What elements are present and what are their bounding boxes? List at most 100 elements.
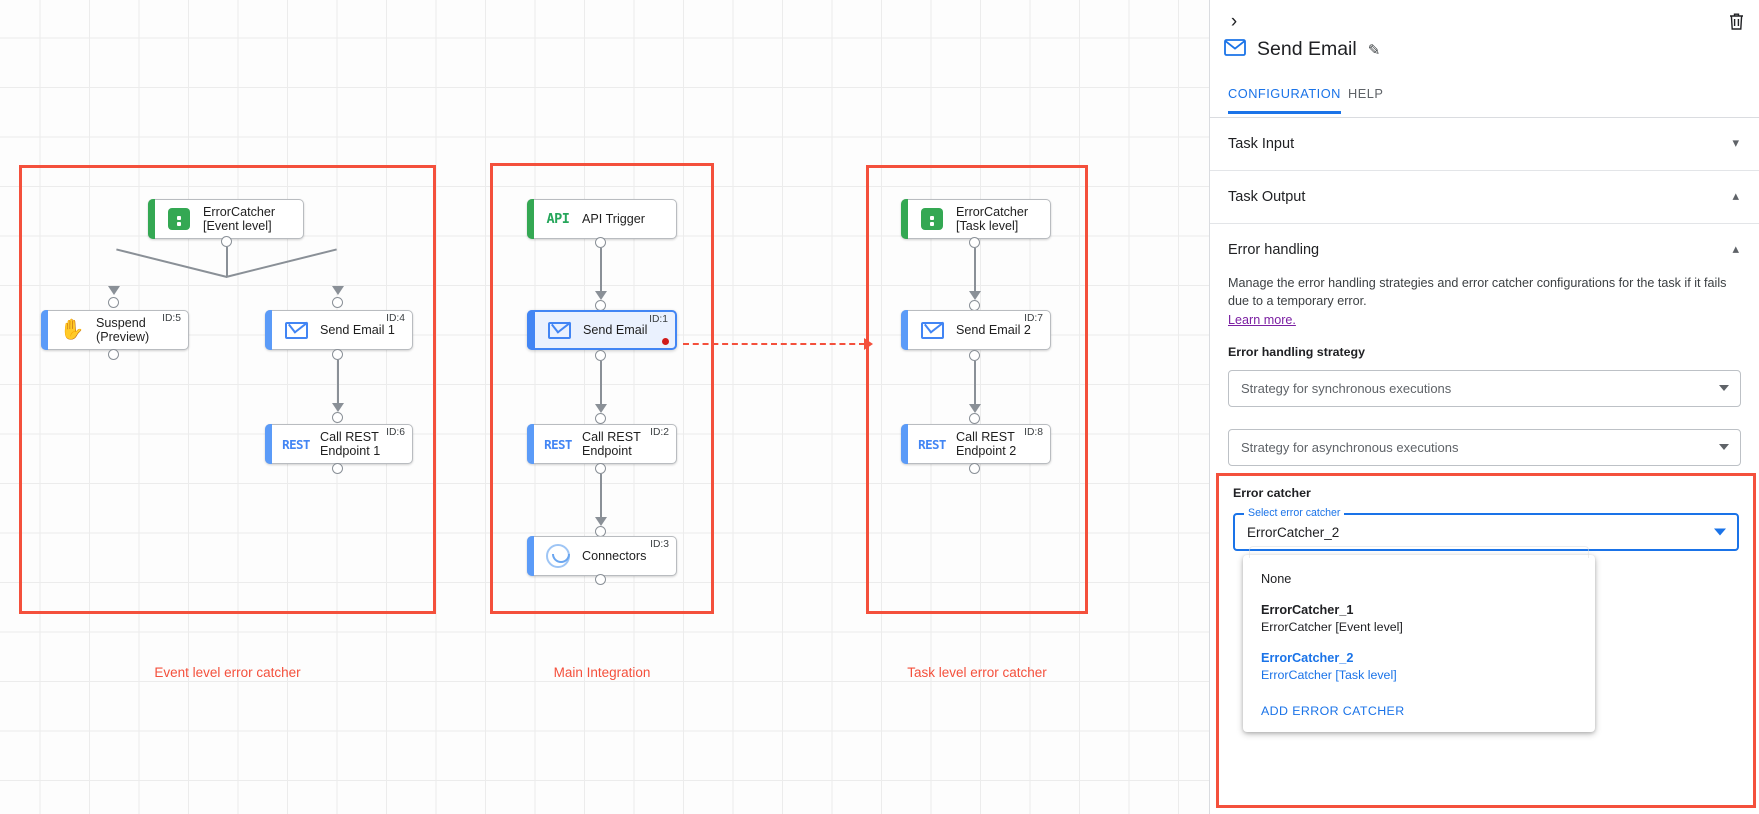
envelope-icon (283, 317, 309, 343)
learn-more-link[interactable]: Learn more. (1228, 312, 1296, 327)
menu-item-subtitle: ErrorCatcher [Task level] (1261, 668, 1397, 683)
node-error-catcher-event-level[interactable]: ErrorCatcher [Event level] (148, 199, 304, 239)
menu-item-title: None (1261, 572, 1292, 586)
edge-arrowhead (332, 286, 344, 295)
panel-title-row: Send Email ✎ (1224, 38, 1380, 61)
select-error-catcher-label: Select error catcher (1244, 507, 1345, 519)
rest-icon: REST (282, 436, 310, 452)
group-label-event-level: Event level error catcher (154, 665, 301, 680)
error-catcher-link-arrow (864, 338, 873, 350)
section-title: Task Input (1228, 136, 1295, 152)
group-box-event-level (19, 165, 436, 614)
node-send-email-selected[interactable]: Send Email ID:1 (527, 310, 677, 350)
chevron-down-icon (1719, 385, 1729, 392)
task-config-panel: › Send Email ✎ CONFIGURATION (1209, 0, 1759, 814)
node-port[interactable] (969, 413, 980, 424)
node-label: ErrorCatcher [Task level] (956, 204, 1029, 233)
chevron-right-icon[interactable]: › (1230, 11, 1238, 32)
error-handling-strategy-label: Error handling strategy (1228, 344, 1366, 359)
workflow-canvas[interactable]: Event level error catcher Main Integrati… (0, 0, 1209, 814)
section-task-output[interactable]: Task Output ▴ (1210, 171, 1759, 224)
node-label: ErrorCatcher [Event level] (203, 204, 276, 233)
select-error-catcher-dropdown[interactable]: Select error catcher ErrorCatcher_2 (1233, 507, 1739, 551)
node-id-badge: ID:5 (162, 313, 181, 324)
node-label: Call REST Endpoint (582, 429, 641, 458)
edge-arrowhead (969, 291, 981, 300)
node-send-email-2[interactable]: Send Email 2 ID:7 (901, 310, 1051, 350)
edge-arrowhead (595, 404, 607, 413)
section-task-input[interactable]: Task Input ▾ (1210, 118, 1759, 171)
edge-line (337, 360, 339, 407)
node-label: Suspend (Preview) (96, 315, 150, 344)
add-error-catcher-button[interactable]: ADD ERROR CATCHER (1261, 703, 1405, 718)
menu-item-errorcatcher-2[interactable]: ErrorCatcher_2 ErrorCatcher [Task level] (1243, 643, 1595, 691)
node-port[interactable] (969, 237, 980, 248)
async-strategy-value: Strategy for asynchronous executions (1241, 439, 1459, 455)
edge-arrowhead (969, 404, 981, 413)
chevron-up-icon[interactable]: ▴ (1732, 188, 1739, 203)
edge-arrowhead (108, 286, 120, 295)
node-send-email-1[interactable]: Send Email 1 ID:4 (265, 310, 413, 350)
node-port[interactable] (595, 574, 606, 585)
rest-icon: REST (918, 436, 946, 452)
sync-strategy-select[interactable]: Strategy for synchronous executions (1228, 369, 1741, 407)
async-strategy-select[interactable]: Strategy for asynchronous executions (1228, 428, 1741, 466)
node-port[interactable] (969, 463, 980, 474)
chevron-down-icon[interactable]: ▾ (1732, 135, 1739, 150)
node-port[interactable] (108, 349, 119, 360)
edge-line (974, 361, 976, 408)
node-port[interactable] (332, 412, 343, 423)
edge-arrowhead (332, 403, 344, 412)
node-accent (527, 536, 534, 576)
node-port[interactable] (595, 237, 606, 248)
node-error-catcher-task-level[interactable]: ErrorCatcher [Task level] (901, 199, 1051, 239)
menu-item-none[interactable]: None (1243, 564, 1595, 595)
error-catcher-options-menu: None ErrorCatcher_1 ErrorCatcher [Event … (1243, 546, 1595, 732)
node-connectors[interactable]: Connectors ID:3 (527, 536, 677, 576)
node-port[interactable] (332, 463, 343, 474)
node-port[interactable] (332, 297, 343, 308)
chevron-up-icon[interactable]: ▴ (1732, 241, 1739, 256)
error-indicator-dot (662, 338, 669, 345)
node-label: Send Email 1 (320, 322, 395, 337)
menu-item-title: ErrorCatcher_2 (1261, 651, 1354, 666)
node-call-rest-endpoint-2[interactable]: REST Call REST Endpoint 2 ID:8 (901, 424, 1051, 464)
node-suspend[interactable]: ✋ Suspend (Preview) ID:5 (41, 310, 189, 350)
node-id-badge: ID:7 (1024, 313, 1043, 324)
node-accent (527, 310, 535, 350)
node-port[interactable] (108, 297, 119, 308)
node-port[interactable] (595, 413, 606, 424)
edge-arrowhead (595, 291, 607, 300)
node-port[interactable] (595, 463, 606, 474)
group-label-main-integration: Main Integration (553, 665, 651, 680)
node-port[interactable] (595, 350, 606, 361)
menu-item-errorcatcher-1[interactable]: ErrorCatcher_1 ErrorCatcher [Event level… (1243, 595, 1595, 643)
pencil-icon[interactable]: ✎ (1367, 41, 1381, 59)
node-id-badge: ID:1 (649, 314, 668, 325)
tab-configuration[interactable]: CONFIGURATION (1228, 86, 1341, 114)
edge-line (600, 474, 602, 521)
node-id-badge: ID:3 (650, 539, 669, 550)
node-accent (41, 310, 48, 350)
node-call-rest-endpoint[interactable]: REST Call REST Endpoint ID:2 (527, 424, 677, 464)
sync-strategy-value: Strategy for synchronous executions (1241, 380, 1452, 396)
menu-item-title: ErrorCatcher_1 (1261, 603, 1354, 618)
edge-line (600, 248, 602, 295)
panel-header: › Send Email ✎ (1210, 0, 1759, 82)
tab-help[interactable]: HELP (1348, 86, 1384, 101)
node-port[interactable] (221, 236, 232, 247)
api-icon: API (546, 211, 570, 227)
node-id-badge: ID:4 (386, 313, 405, 324)
trash-icon[interactable] (1723, 8, 1749, 34)
node-call-rest-endpoint-1[interactable]: REST Call REST Endpoint 1 ID:6 (265, 424, 413, 464)
node-port[interactable] (332, 349, 343, 360)
node-accent (527, 199, 534, 239)
node-api-trigger[interactable]: API API Trigger (527, 199, 677, 239)
error-catcher-icon (166, 206, 192, 232)
node-label: Call REST Endpoint 1 (320, 429, 381, 458)
node-port[interactable] (969, 350, 980, 361)
rest-icon: REST (544, 436, 572, 452)
node-label: Send Email (583, 322, 648, 337)
menu-item-subtitle: ErrorCatcher [Event level] (1261, 620, 1403, 635)
section-title: Task Output (1228, 189, 1306, 205)
